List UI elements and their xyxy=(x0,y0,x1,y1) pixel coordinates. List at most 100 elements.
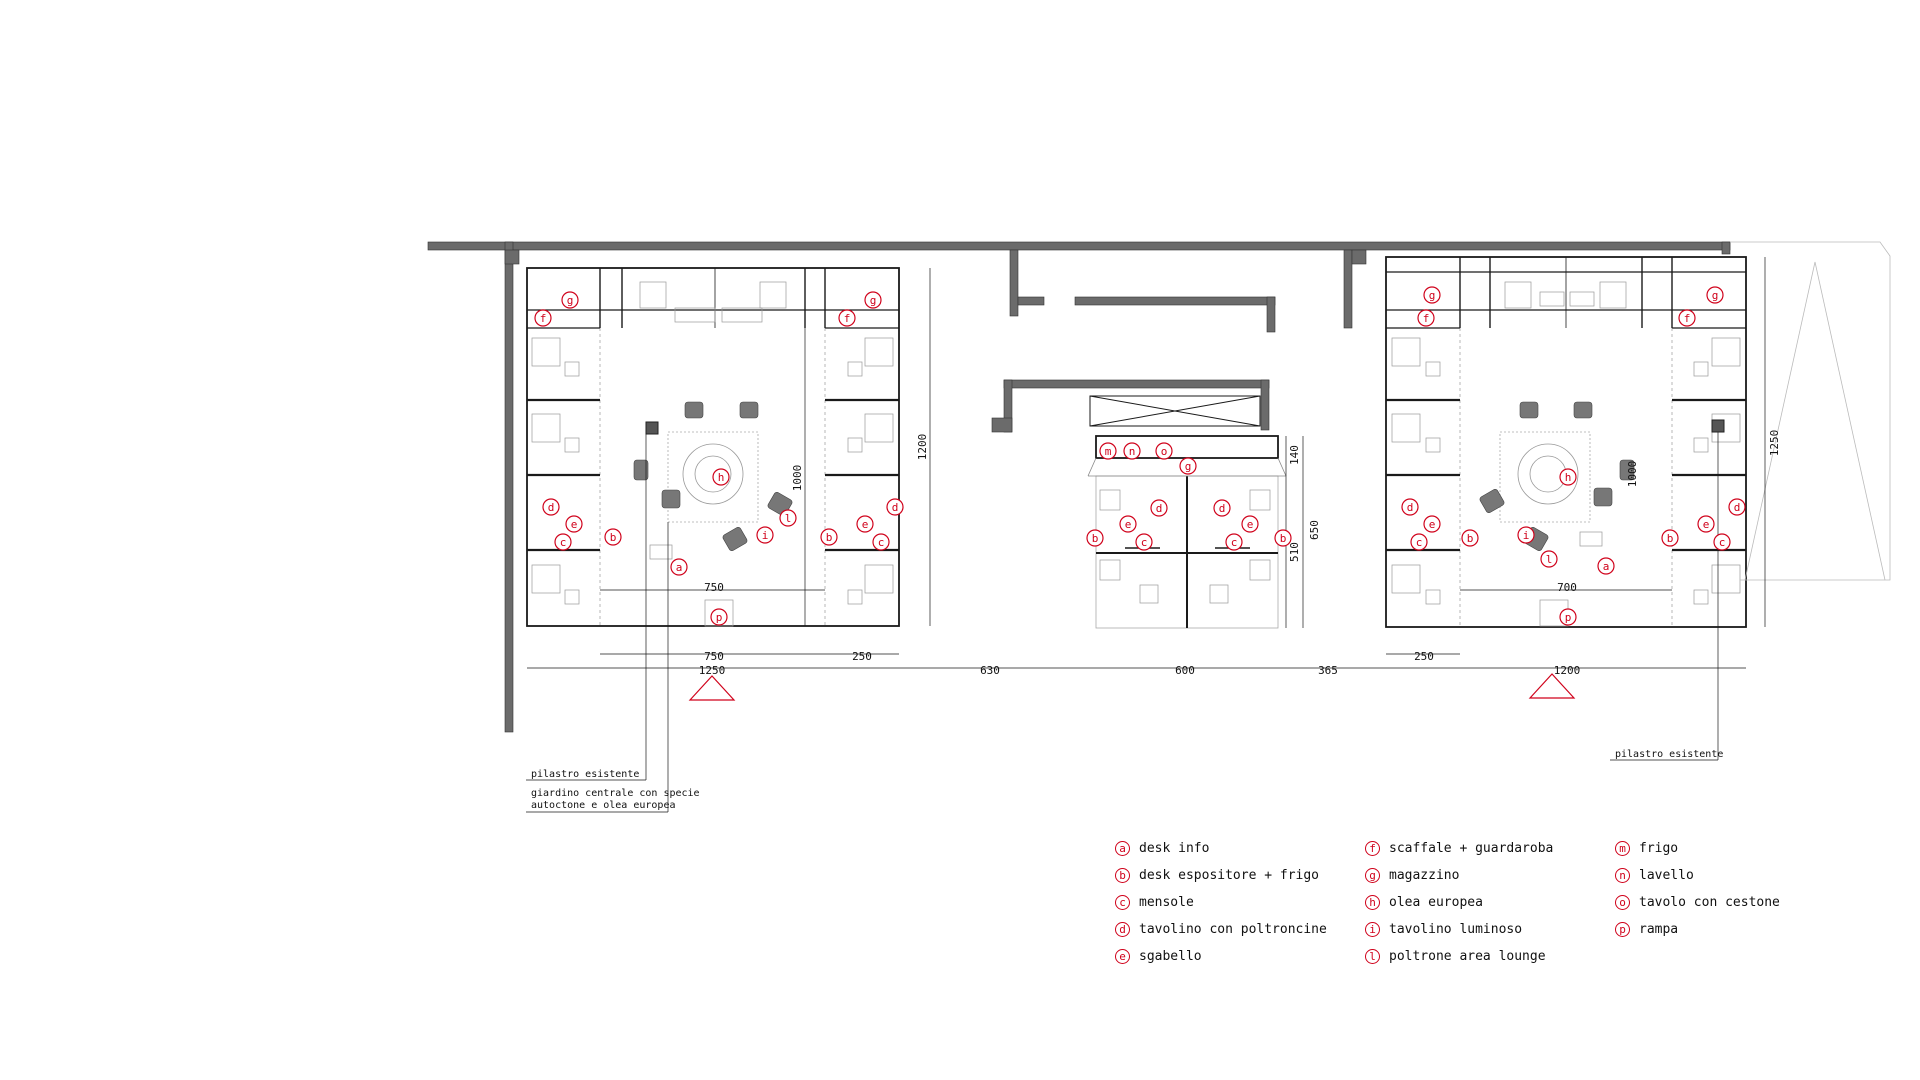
ramp-right-side xyxy=(1730,241,1891,581)
svg-text:i: i xyxy=(1523,529,1530,542)
svg-text:d: d xyxy=(892,501,899,514)
svg-text:e: e xyxy=(1429,518,1436,531)
garden-area-right xyxy=(1499,431,1591,523)
plan-tag-g: g xyxy=(1706,286,1724,304)
plan-tag-f: f xyxy=(1678,309,1696,327)
svg-text:e: e xyxy=(571,518,578,531)
dim-center-h1: 140 xyxy=(1288,445,1301,465)
dim-center-h3: 650 xyxy=(1308,520,1321,540)
dim-gap-2: 365 xyxy=(1318,664,1338,677)
legend-key-l: l xyxy=(1365,948,1380,964)
legend-key-h: h xyxy=(1365,894,1380,910)
kitchen-wall-right xyxy=(1260,379,1270,431)
svg-text:d: d xyxy=(1219,502,1226,515)
legend-key-b: b xyxy=(1115,867,1130,883)
dim-s2-inner: 700 xyxy=(1557,581,1577,594)
legend-label-a: desk info xyxy=(1139,840,1210,856)
dim-s2-height-inner: 1000 xyxy=(1626,461,1639,488)
plan-tag-e: e xyxy=(1423,515,1441,533)
svg-text:b: b xyxy=(1467,532,1474,545)
svg-text:h: h xyxy=(1565,471,1572,484)
legend-key-i: i xyxy=(1365,921,1380,937)
right-wall-stub-2 xyxy=(1351,249,1367,265)
svg-text:n: n xyxy=(1129,445,1136,458)
plan-tag-b: b xyxy=(604,528,622,546)
legend-label-m: frigo xyxy=(1639,840,1679,856)
dim-s1-height-outer: 1200 xyxy=(916,434,929,461)
dim-gap-1: 630 xyxy=(980,664,1000,677)
legend-key-d: d xyxy=(1115,921,1130,937)
legend-item-a: a desk info xyxy=(1115,838,1209,858)
plan-tag-c: c xyxy=(872,533,890,551)
legend-key-c: c xyxy=(1115,894,1130,910)
svg-text:l: l xyxy=(1546,553,1553,566)
legend-label-c: mensole xyxy=(1139,894,1194,910)
plan-tag-c: c xyxy=(1410,533,1428,551)
svg-text:a: a xyxy=(1603,560,1610,573)
right-wall-stub xyxy=(1343,249,1353,329)
dim-s1-b: 250 xyxy=(852,650,872,663)
plan-tag-g: g xyxy=(1179,457,1197,475)
plan-tag-d: d xyxy=(1213,499,1231,517)
building-walls xyxy=(427,241,1731,733)
plan-tag-e: e xyxy=(1119,515,1137,533)
plan-tag-d: d xyxy=(886,498,904,516)
plan-tag-d: d xyxy=(542,498,560,516)
svg-text:e: e xyxy=(1125,518,1132,531)
dim-s1-total: 1250 xyxy=(699,664,726,677)
dim-s1-inner: 750 xyxy=(704,581,724,594)
plan-tag-b: b xyxy=(1086,529,1104,547)
plan-tag-f: f xyxy=(1417,309,1435,327)
svg-text:b: b xyxy=(826,531,833,544)
plan-tag-n: n xyxy=(1123,442,1141,460)
note-left-garden-2: autoctone e olea europea xyxy=(531,800,676,811)
svg-text:g: g xyxy=(870,294,877,307)
svg-text:c: c xyxy=(1141,536,1148,549)
plan-tag-p: p xyxy=(710,608,728,626)
plan-tag-e: e xyxy=(1241,515,1259,533)
dim-s2-height: 1250 xyxy=(1768,430,1781,457)
plan-tag-e: e xyxy=(1697,515,1715,533)
plan-tag-l: l xyxy=(779,509,797,527)
legend-label-f: scaffale + guardaroba xyxy=(1389,840,1554,856)
svg-text:e: e xyxy=(1703,518,1710,531)
plan-tag-f: f xyxy=(838,309,856,327)
plan-tag-c: c xyxy=(1135,533,1153,551)
svg-text:p: p xyxy=(716,611,723,624)
legend-item-c: c mensole xyxy=(1115,892,1194,912)
legend-label-n: lavello xyxy=(1639,867,1694,883)
left-wall xyxy=(504,241,514,733)
svg-text:b: b xyxy=(610,531,617,544)
legend-key-a: a xyxy=(1115,840,1130,856)
dim-center-h2: 510 xyxy=(1288,542,1301,562)
note-right-pillar: pilastro esistente xyxy=(1615,749,1723,760)
svg-text:c: c xyxy=(1719,536,1726,549)
plan-tag-g: g xyxy=(864,291,882,309)
svg-text:g: g xyxy=(1429,289,1436,302)
svg-text:d: d xyxy=(1156,502,1163,515)
left-wall-stub xyxy=(504,249,520,265)
center-wall-drop xyxy=(1266,296,1276,333)
legend-label-l: poltrone area lounge xyxy=(1389,948,1546,964)
svg-text:f: f xyxy=(1423,312,1430,325)
plan-tag-h: h xyxy=(1559,468,1577,486)
note-left-pillar: pilastro esistente xyxy=(531,769,639,780)
svg-text:g: g xyxy=(1185,460,1192,473)
svg-text:e: e xyxy=(1247,518,1254,531)
legend-label-b: desk espositore + frigo xyxy=(1139,867,1320,883)
plan-tag-c: c xyxy=(554,533,572,551)
legend-label-e: sgabello xyxy=(1139,948,1202,964)
legend-key-g: g xyxy=(1365,867,1380,883)
plan-tag-a: a xyxy=(670,558,688,576)
plan-tag-c: c xyxy=(1713,533,1731,551)
svg-text:c: c xyxy=(560,536,567,549)
svg-text:c: c xyxy=(878,536,885,549)
pillar-right xyxy=(1711,419,1725,433)
